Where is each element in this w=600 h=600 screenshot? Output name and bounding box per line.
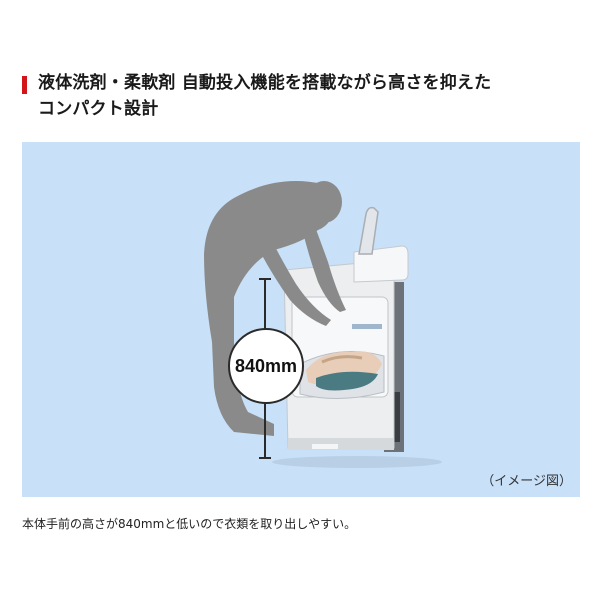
washer-base <box>288 438 394 450</box>
washer-control-panel <box>353 245 409 283</box>
caption-text: 本体手前の高さが840mmと低いので衣類を取り出しやすい。 <box>22 517 357 531</box>
section-heading: 液体洗剤・柔軟剤 自動投入機能を搭載ながら高さを抑えた コンパクト設計 <box>22 70 582 122</box>
heading-title-line1: 液体洗剤・柔軟剤 自動投入機能を搭載ながら高さを抑えた <box>38 73 492 93</box>
heading-title-line2: コンパクト設計 <box>38 99 159 119</box>
height-label-badge: 840mm <box>228 328 304 404</box>
washer-open-lid <box>358 206 379 255</box>
heading-accent-bar <box>22 76 27 94</box>
floor-shadow <box>272 456 442 468</box>
product-illustration: 840mm （イメージ図） <box>22 142 580 497</box>
heading-title: 液体洗剤・柔軟剤 自動投入機能を搭載ながら高さを抑えた コンパクト設計 <box>38 70 582 122</box>
person-silhouette <box>204 181 346 436</box>
image-note: （イメージ図） <box>481 474 572 489</box>
illustration-drawing <box>204 181 442 468</box>
